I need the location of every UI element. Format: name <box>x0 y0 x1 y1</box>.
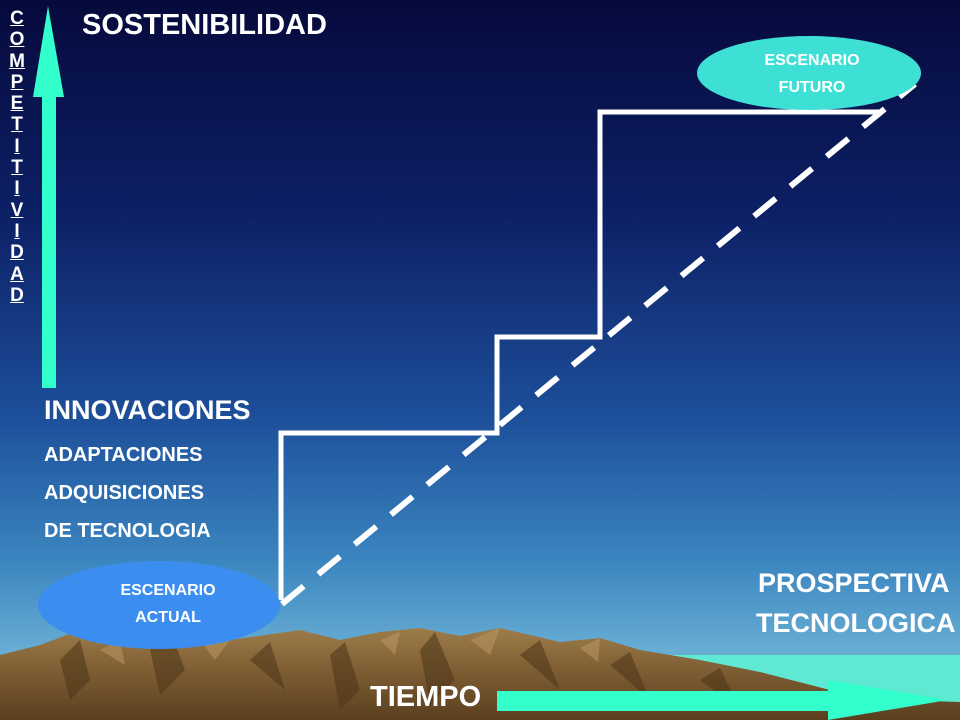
competitividad-letter: M <box>9 50 25 72</box>
competitividad-letter: D <box>10 242 24 264</box>
competitividad-letter: A <box>10 263 24 285</box>
competitividad-letter: I <box>14 178 20 200</box>
escenario-actual-line2: ACTUAL <box>135 609 201 626</box>
trend-dashed-line <box>280 81 917 607</box>
competitividad-letter: O <box>9 29 25 51</box>
escenario-futuro-ellipse <box>697 36 921 110</box>
competitividad-letter: E <box>10 93 24 115</box>
list-item-adaptaciones: ADAPTACIONES <box>44 444 203 466</box>
competitividad-letter: T <box>11 157 23 179</box>
list-item-adquisiciones: ADQUISICIONES <box>44 482 205 504</box>
sostenibilidad-title: SOSTENIBILIDAD <box>82 9 327 41</box>
prospectiva-line1: PROSPECTIVA <box>758 568 950 598</box>
escenario-futuro-line2: FUTURO <box>778 79 846 96</box>
escenario-actual-line1: ESCENARIO <box>120 582 216 599</box>
competitividad-letter: I <box>14 135 20 157</box>
competitividad-letter: P <box>10 71 24 93</box>
escenario-actual-label: ESCENARIO ACTUAL <box>88 577 248 631</box>
prospectiva-line2: TECNOLOGICA <box>756 608 956 638</box>
innovation-staircase <box>278 109 880 600</box>
tiempo-arrow <box>497 680 948 720</box>
escenario-actual-ellipse <box>38 561 280 649</box>
competitividad-letter: C <box>10 8 24 29</box>
escenario-futuro-line1: ESCENARIO <box>764 52 860 69</box>
escenario-futuro-label: ESCENARIO FUTURO <box>732 47 892 101</box>
competitividad-arrow <box>33 6 64 388</box>
competitividad-letter: D <box>10 284 24 306</box>
tiempo-label: TIEMPO <box>370 681 482 713</box>
competitividad-letter: T <box>11 114 23 136</box>
innovaciones-heading: INNOVACIONES <box>44 395 251 425</box>
list-item-de-tecnologia: DE TECNOLOGIA <box>44 520 211 542</box>
competitividad-letter: V <box>10 199 24 221</box>
competitividad-letter: I <box>14 220 20 242</box>
